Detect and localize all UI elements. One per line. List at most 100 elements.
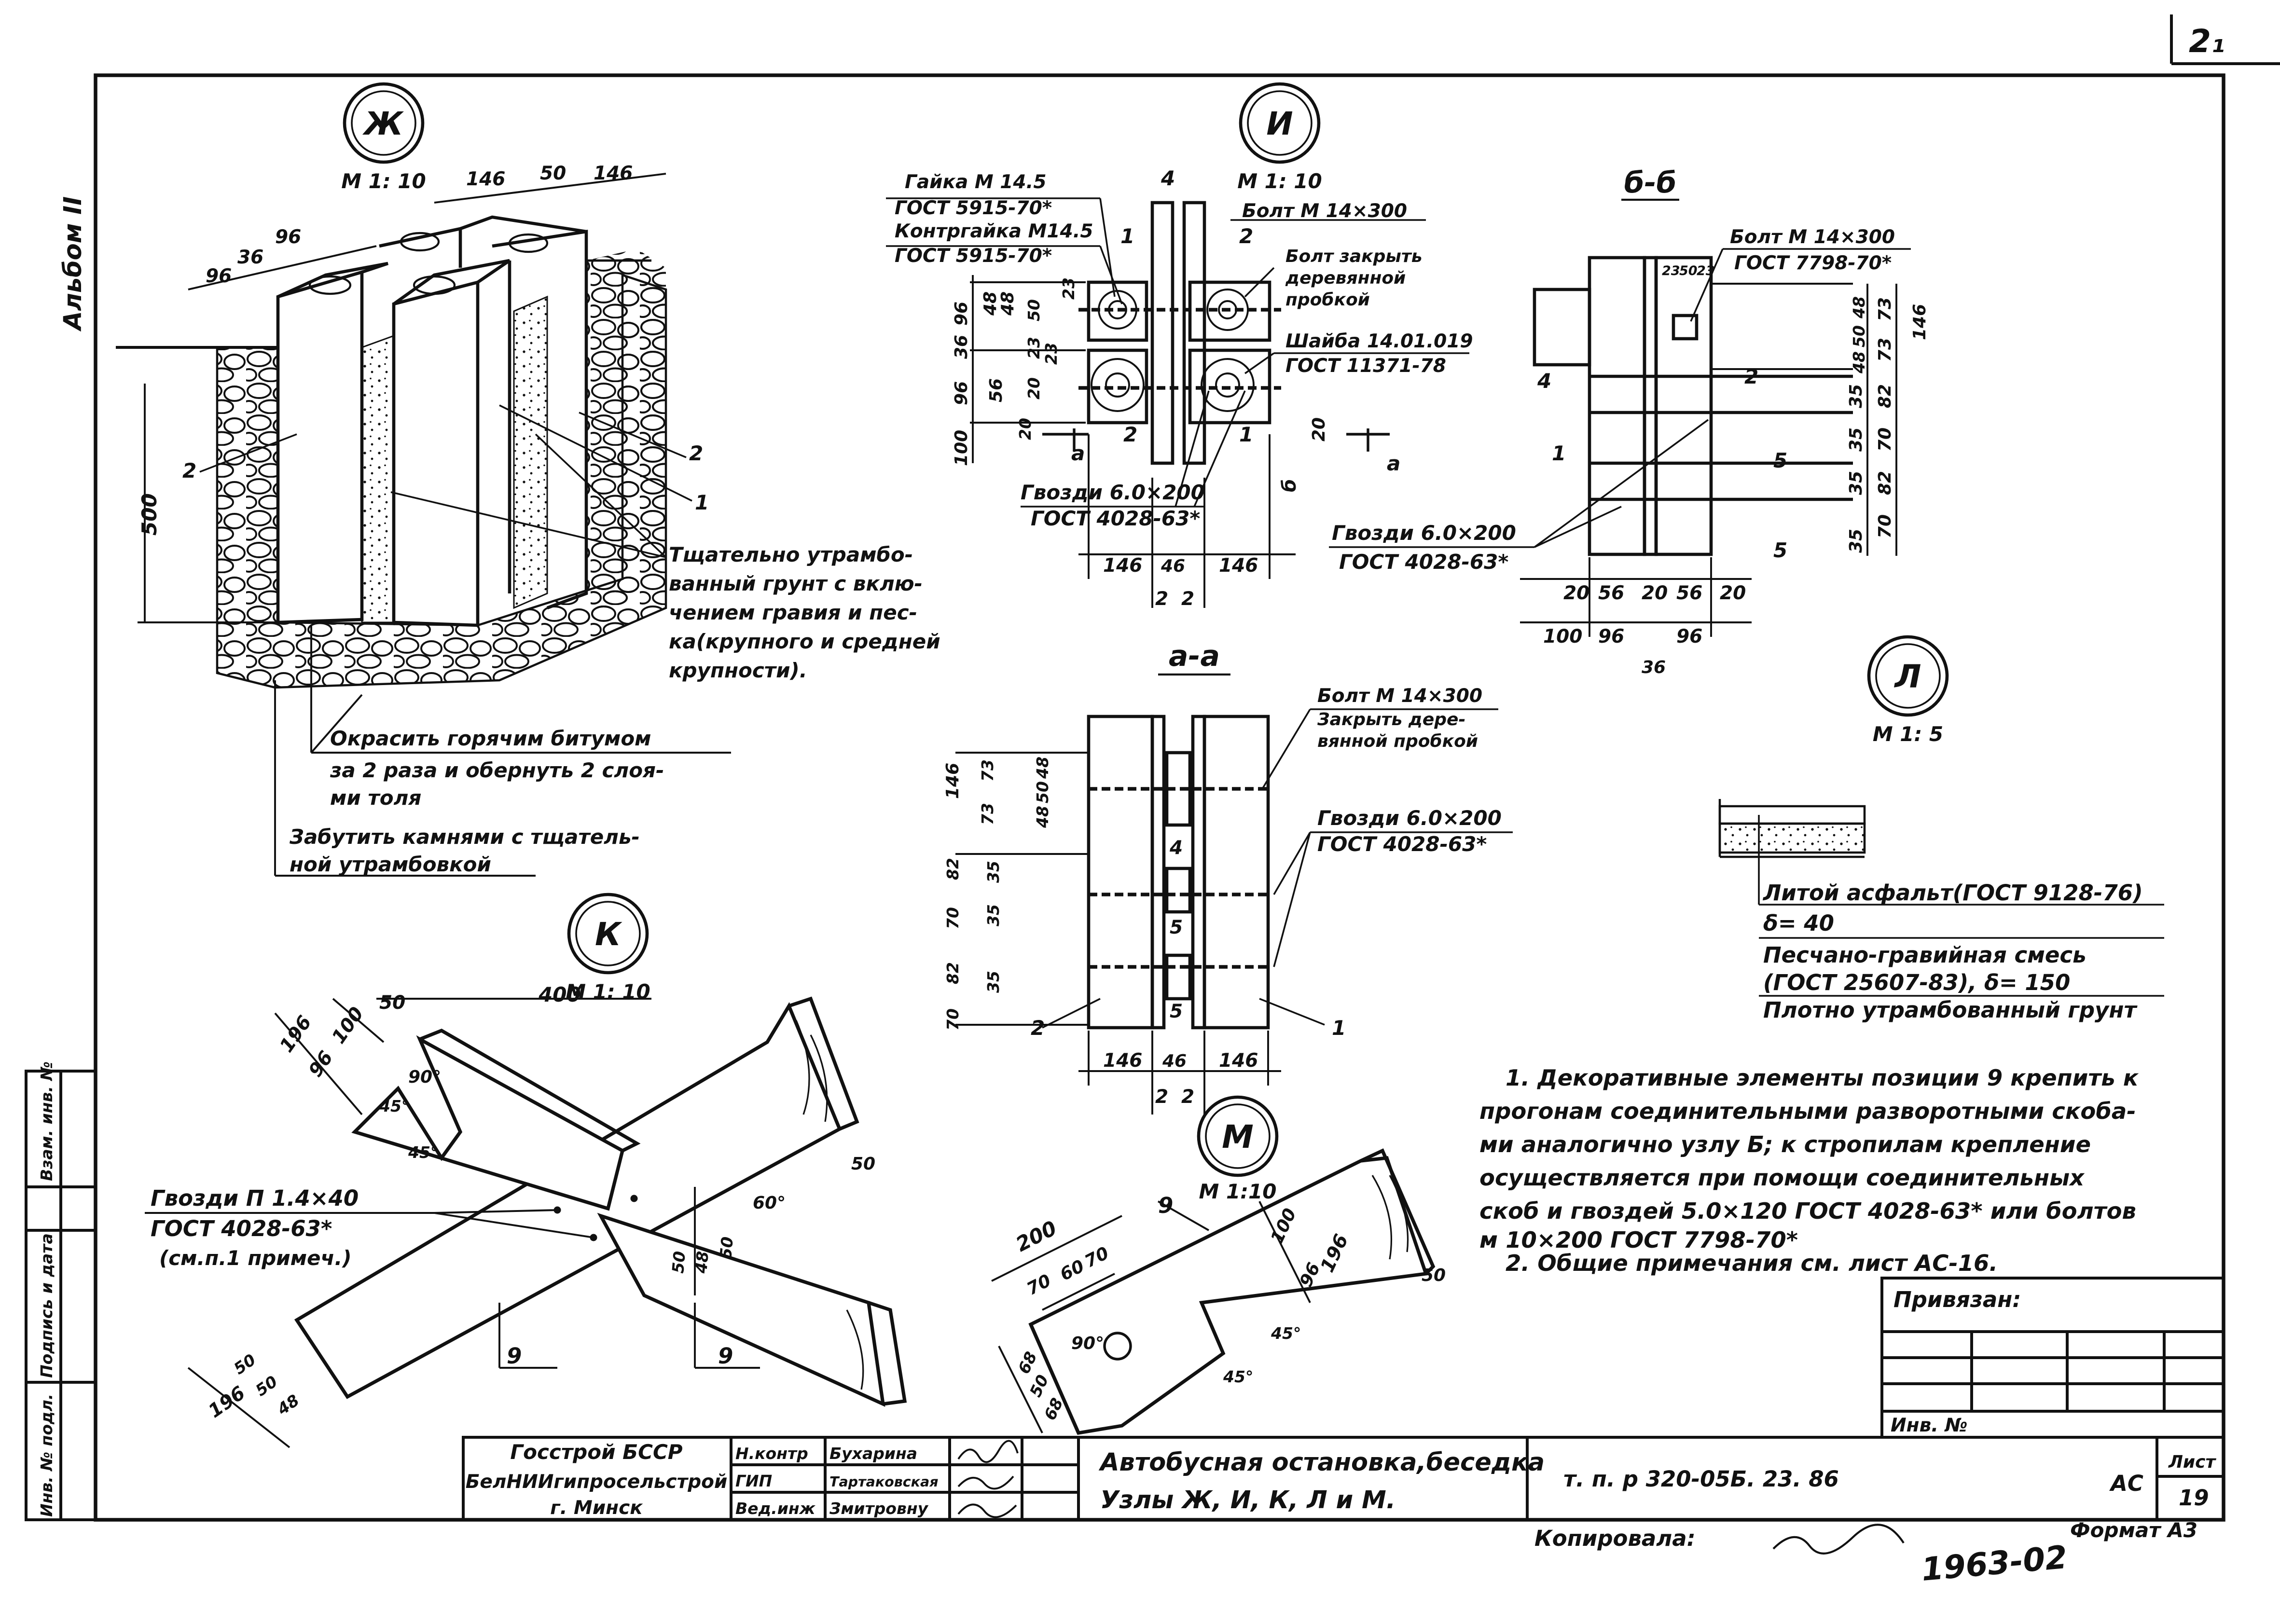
- bb-dim-r35a: 35: [1846, 384, 1866, 408]
- zh-dim-96a: 96: [206, 265, 232, 287]
- k-angle-45b: 45°: [408, 1143, 438, 1162]
- side-inv-podl: Инв. № подл.: [37, 1394, 56, 1517]
- l-text-gravel: Песчано-гравийная смесь: [1763, 942, 2087, 968]
- view-i: И М 1: 10 Гайка М 1: [886, 82, 1473, 610]
- aa-title: а-а: [1169, 639, 1220, 673]
- i-callout-4: 4: [1161, 166, 1175, 190]
- side-vzam-inv: Взам. инв. №: [37, 1061, 56, 1181]
- aa-text-plug-2: вянной пробкой: [1317, 731, 1478, 751]
- i-dim-56: 56: [986, 378, 1006, 402]
- zh-dim-96b: 96: [275, 226, 301, 248]
- k-text-nails: Гвозди П 1.4×40: [151, 1185, 359, 1211]
- stamp-handwritten-number: 1963-02: [1920, 1539, 2069, 1588]
- view-zh: Ж М 1: 10: [116, 82, 940, 877]
- aa-dim-b2b: 2: [1181, 1086, 1194, 1108]
- aa-dim-73a: 73: [978, 759, 997, 782]
- stamp-title-2: Узлы Ж, И, К, Л и М.: [1100, 1486, 1396, 1514]
- bb-dim-t50: 50: [1679, 263, 1698, 278]
- stamp-bound: Привязан:: [1893, 1287, 2021, 1312]
- zh-dim-36: 36: [237, 247, 263, 268]
- aa-callout-5b: 5: [1170, 1001, 1183, 1022]
- view-zh-scale: М 1: 10: [341, 169, 426, 193]
- view-m-scale: М 1:10: [1199, 1180, 1277, 1203]
- view-i-mark: И: [1266, 105, 1293, 142]
- i-dim-96b: 96: [952, 381, 971, 405]
- m-dim-70b: 70: [1081, 1243, 1112, 1272]
- bb-dim-r50: 50: [1850, 325, 1868, 347]
- view-k-mark: К: [595, 916, 622, 953]
- l-text-soil: Плотно утрамбованный грунт: [1763, 997, 2138, 1023]
- i-dim-b146b: 146: [1219, 555, 1258, 577]
- i-dim-b46: 46: [1161, 556, 1185, 576]
- k-callout-9a: 9: [507, 1343, 522, 1369]
- i-dim-50: 50: [1024, 299, 1043, 321]
- bb-callout-2: 2: [1744, 365, 1758, 388]
- bb-dim-b20c: 20: [1720, 582, 1746, 604]
- view-l-mark: Л: [1894, 658, 1921, 695]
- bb-dim-b20b: 20: [1642, 582, 1668, 604]
- aa-dim-b46: 46: [1162, 1051, 1187, 1071]
- zh-dim-146a: 146: [466, 168, 505, 190]
- stamp-sheet-no: 19: [2179, 1485, 2209, 1511]
- note-line-7: 2. Общие примечания см. лист АС-16.: [1506, 1250, 1998, 1276]
- k-dim-196a: 196: [276, 1012, 316, 1057]
- i-section-b: б: [1279, 479, 1300, 492]
- aa-dim-70b: 70: [943, 1008, 962, 1031]
- bb-dim-b96a: 96: [1598, 626, 1624, 647]
- view-zh-mark-circle: [343, 82, 425, 164]
- bb-callout-5a: 5: [1773, 449, 1787, 472]
- i-dim-b146a: 146: [1103, 555, 1142, 577]
- l-text-asphalt-thickness: δ= 40: [1763, 910, 1834, 936]
- i-dim-23c: 23: [1042, 343, 1061, 365]
- zh-note-3: чением гравия и пес-: [669, 601, 917, 624]
- i-text-plug-1: Болт закрыть: [1285, 247, 1423, 266]
- i-text-nut: Гайка М 14.5: [905, 171, 1046, 193]
- aa-text-nails-gost: ГОСТ 4028-63*: [1317, 832, 1487, 856]
- i-dim-20b: 20: [1016, 418, 1035, 440]
- view-m-mark-circle: [1197, 1095, 1279, 1177]
- zh-note-1: Тщательно утрамбо-: [669, 543, 913, 566]
- l-text-asphalt: Литой асфальт(ГОСТ 9128-76): [1762, 880, 2143, 906]
- bb-dim-r48b: 48: [1850, 351, 1868, 374]
- view-aa: а-а Болт М 14×300 Закрыть дере-: [943, 639, 1513, 1115]
- k-angle-90: 90°: [408, 1067, 441, 1087]
- i-text-plug-3: пробкой: [1285, 290, 1370, 310]
- k-dim-48b: 48: [273, 1390, 303, 1419]
- view-i-scale: М 1: 10: [1237, 169, 1322, 193]
- bb-text-bolt: Болт М 14×300: [1730, 226, 1895, 248]
- k-text-nails-note: (см.п.1 примеч.): [159, 1246, 352, 1270]
- stamp-role-3: Вед.инж: [735, 1499, 816, 1518]
- aa-dim-50: 50: [1033, 781, 1052, 803]
- m-angle-45a: 45°: [1271, 1324, 1301, 1343]
- compacted-soil: [361, 334, 395, 623]
- aa-dim-70a: 70: [943, 907, 962, 929]
- bb-dim-b96b: 96: [1676, 626, 1702, 647]
- k-angle-45a: 45°: [379, 1097, 409, 1115]
- m-angle-45b: 45°: [1223, 1367, 1253, 1386]
- note-line-3: ми аналогично узлу Б; к стропилам крепле…: [1479, 1131, 2091, 1157]
- i-section-a-right: а: [1387, 452, 1400, 475]
- k-text-nails-gost: ГОСТ 4028-63*: [151, 1216, 332, 1241]
- zh-note-5: крупности).: [669, 659, 807, 682]
- album-label: Альбом II: [59, 196, 87, 332]
- view-m-mark: М: [1222, 1118, 1254, 1156]
- aa-callout-4: 4: [1169, 837, 1183, 859]
- view-l-mark-circle: [1867, 635, 1949, 717]
- bb-dim-r70a: 70: [1875, 427, 1895, 452]
- aa-dim-146: 146: [943, 763, 963, 799]
- zh-note-7: за 2 раза и обернуть 2 слоя-: [330, 758, 664, 782]
- bb-dim-r82b: 82: [1875, 471, 1895, 495]
- i-callout-2b: 2: [1123, 423, 1137, 446]
- k-dim-50d: 50: [716, 1236, 737, 1260]
- copier-signature: [1772, 1524, 1905, 1555]
- aa-text-bolt: Болт М 14×300: [1317, 685, 1482, 707]
- i-text-locknut: Контргайка М14.5: [895, 220, 1093, 242]
- stamp-name-1: Бухарина: [829, 1444, 917, 1463]
- i-dim-23a: 23: [1059, 277, 1078, 300]
- zh-note-8: ми толя: [330, 786, 421, 810]
- bb-dim-r82a: 82: [1875, 384, 1895, 408]
- m-callout-9: 9: [1158, 1193, 1173, 1218]
- corner-sheet-mark: 2₁: [2189, 23, 2225, 60]
- stamp-copied: Копировала:: [1534, 1526, 1696, 1551]
